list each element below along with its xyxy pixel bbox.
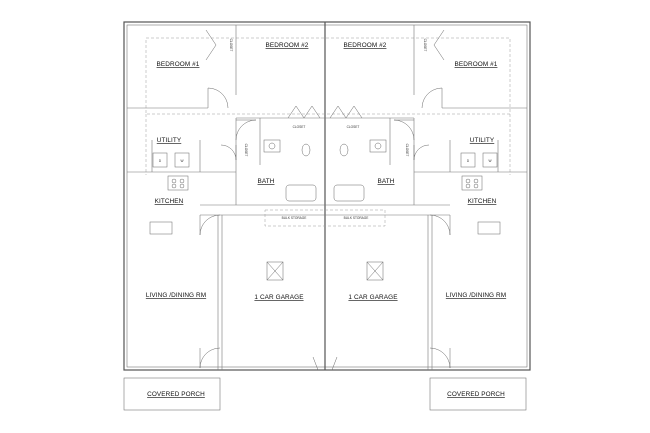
closet-hall-label-left: CLOSET [244, 144, 248, 157]
exterior-walls [123, 21, 531, 371]
toilet-right [339, 143, 349, 157]
porches [123, 377, 527, 411]
closet-label-right: CLOSET [347, 125, 360, 129]
closet-vertical-label-left: CLOSET [229, 39, 233, 52]
dryer-label-right: D [467, 159, 470, 163]
room-label-right-bedroom1: BEDROOM #1 [455, 61, 498, 68]
range-right [461, 175, 483, 191]
room-label-left-living: LIVING /DINING RM [146, 292, 206, 299]
room-label-left-bedroom2: BEDROOM #2 [266, 42, 309, 49]
room-label-right-bedroom2: BEDROOM #2 [344, 42, 387, 49]
closet-vertical-label-right: CLOSET [423, 39, 427, 52]
bathtub-right [333, 184, 365, 202]
interior-walls-right [325, 25, 527, 370]
washer-right [482, 152, 498, 168]
fixtures [149, 139, 501, 281]
range-left [167, 175, 189, 191]
room-label-right-bath: BATH [378, 178, 395, 185]
washer-label-right: W [488, 159, 491, 163]
washer-left [174, 152, 190, 168]
closet-label-left: CLOSET [293, 125, 306, 129]
bulk-storage-label-right: BULK STORAGE [344, 216, 369, 220]
kitchen-sink-right [477, 221, 501, 235]
room-label-left-kitchen: KITCHEN [155, 198, 184, 205]
roof-outline [145, 37, 511, 175]
room-label-right-garage: 1 CAR GARAGE [348, 294, 397, 301]
interior-walls-left [127, 25, 325, 370]
washer-label-left: W [180, 159, 183, 163]
room-label-left-porch: COVERED PORCH [147, 391, 205, 398]
room-label-left-garage: 1 CAR GARAGE [254, 294, 303, 301]
room-label-right-porch: COVERED PORCH [447, 391, 505, 398]
bulk-storage-label-left: BULK STORAGE [282, 216, 307, 220]
room-label-left-utility: UTILITY [157, 137, 182, 144]
dryer-right [460, 152, 476, 168]
dryer-left [152, 152, 168, 168]
room-label-left-bath: BATH [258, 178, 275, 185]
room-label-left-bedroom1: BEDROOM #1 [157, 61, 200, 68]
dryer-label-left: D [159, 159, 162, 163]
room-label-right-utility: UTILITY [470, 137, 495, 144]
room-label-right-living: LIVING /DINING RM [446, 292, 506, 299]
kitchen-sink-left [149, 221, 173, 235]
bulk-storage-zone [264, 209, 386, 227]
toilet-left [301, 143, 311, 157]
door-swings [199, 29, 451, 371]
porch-right [429, 377, 527, 411]
closet-hall-label-right: CLOSET [405, 144, 409, 157]
room-label-right-kitchen: KITCHEN [468, 198, 497, 205]
bathtub-left [285, 184, 317, 202]
porch-left [123, 377, 221, 411]
